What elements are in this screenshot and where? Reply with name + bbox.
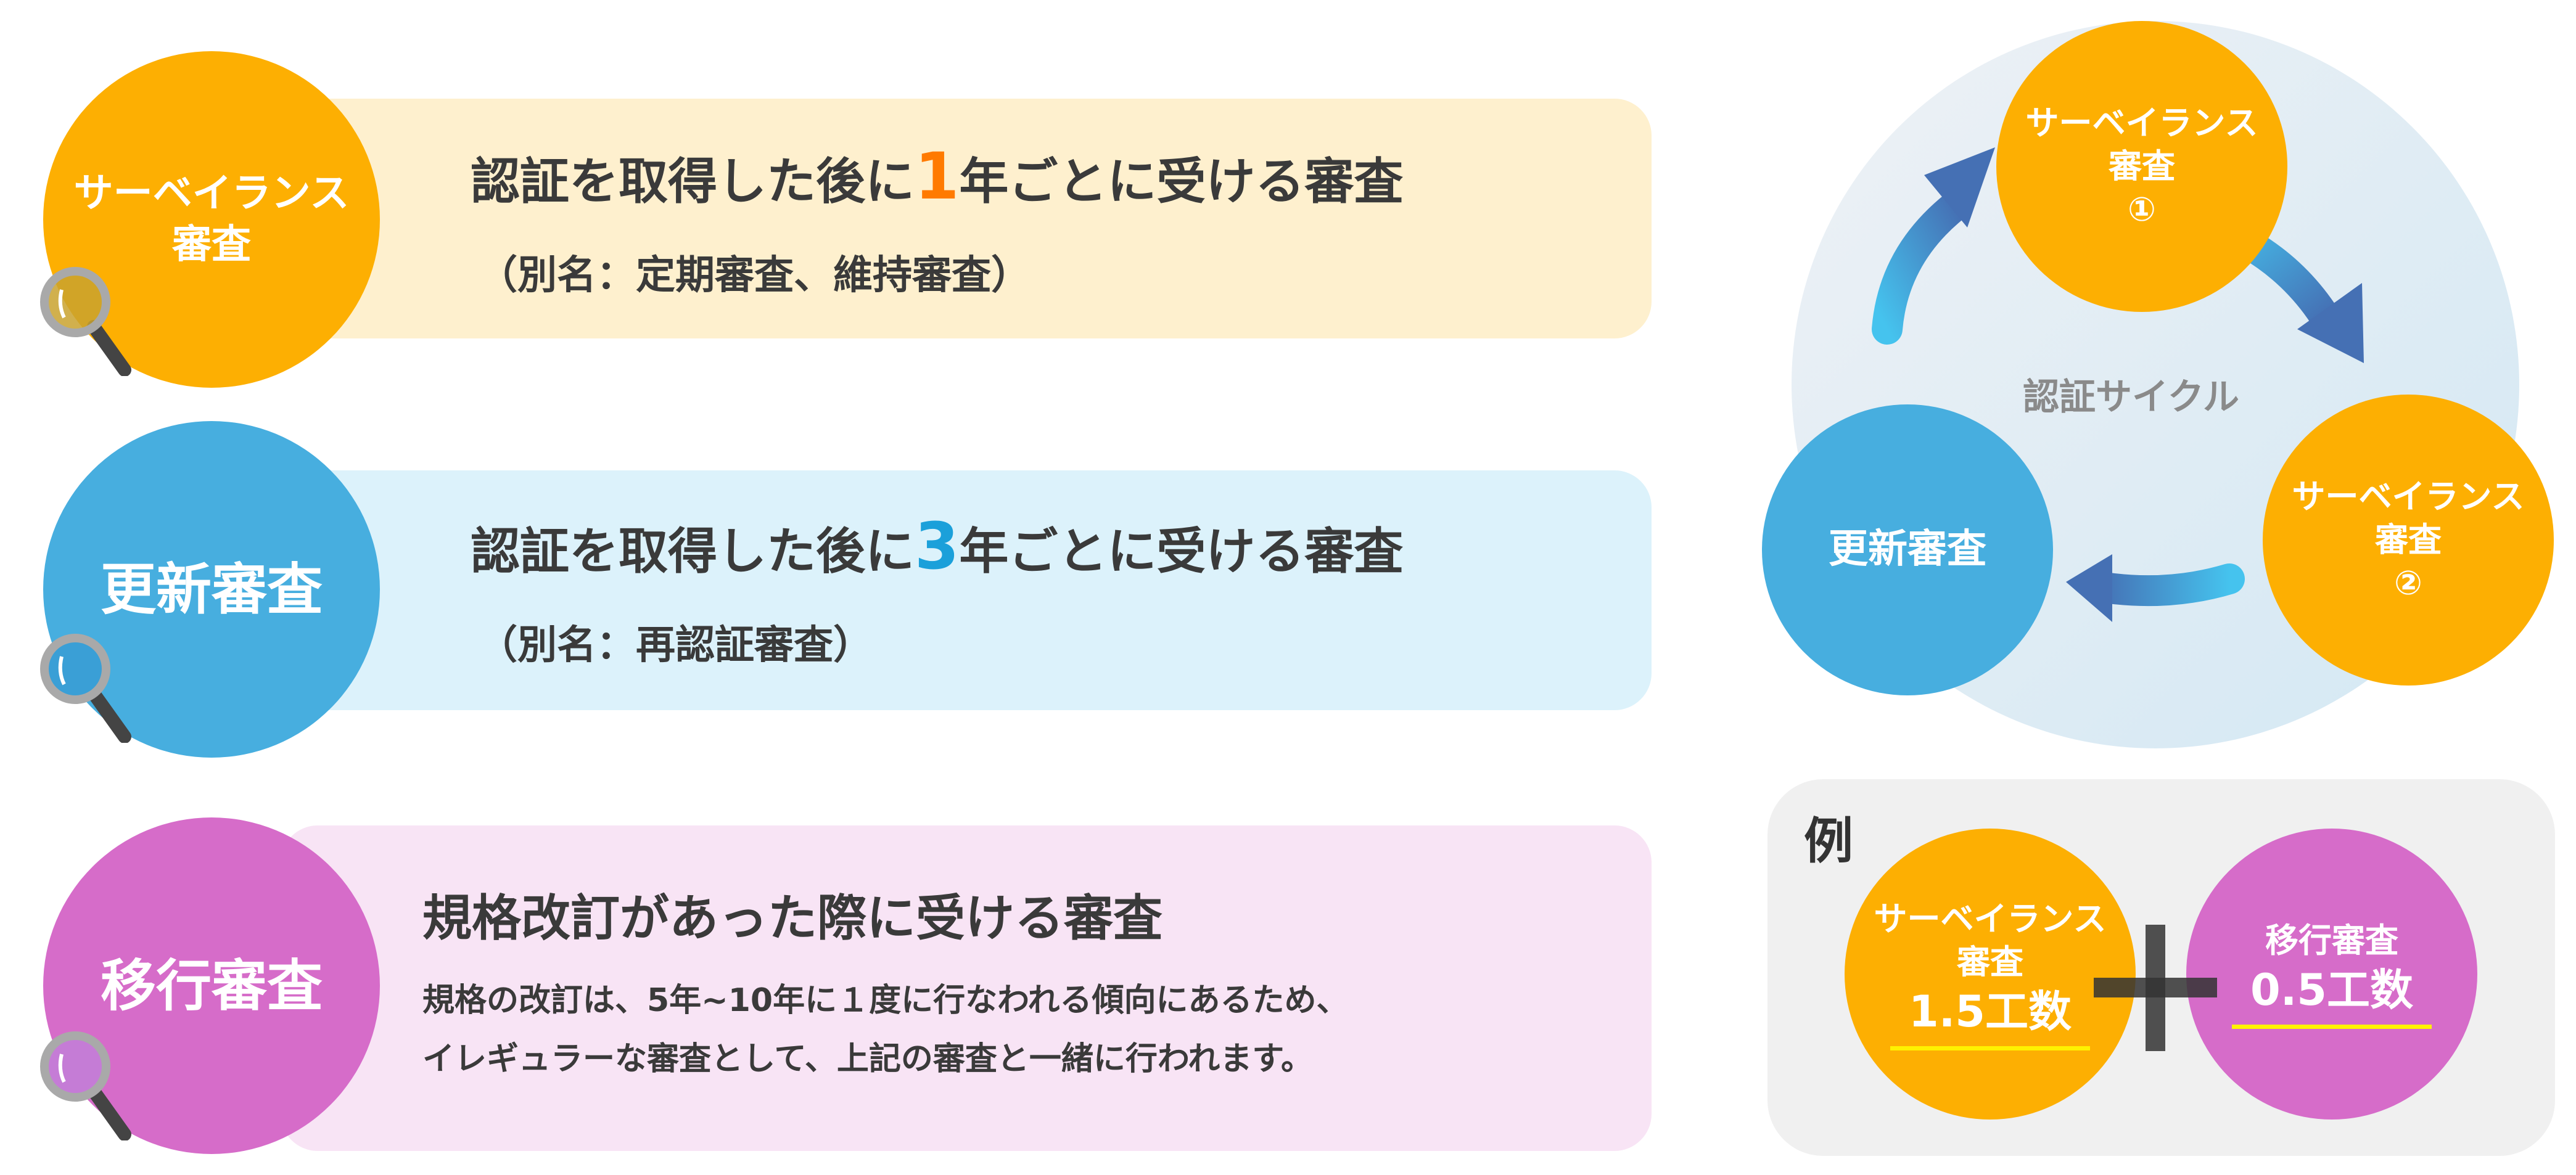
arrow-icon	[2066, 554, 2245, 622]
example-label: 例	[1804, 813, 1853, 870]
label: ②	[2394, 563, 2422, 603]
example-transition: 移行審査 0.5工数	[2186, 829, 2477, 1120]
surveillance-description: 認証を取得した後に1年ごとに受ける審査	[471, 139, 1403, 214]
arrow-icon	[1872, 147, 1995, 345]
text: 認証を取得した後に	[471, 153, 915, 210]
cycle-arrows	[1872, 147, 2364, 622]
label: サーベイランス	[2025, 103, 2258, 142]
plus-icon	[2094, 925, 2217, 1051]
renewal-band	[281, 470, 1652, 710]
effort-value: 1.5工数	[1890, 984, 2090, 1051]
magnifier-icon	[40, 634, 131, 743]
interval-number: 3	[915, 509, 960, 584]
badge-label: 審査	[172, 222, 251, 268]
transition-line: イレギュラーな審査として、上記の審査と一緒に行われます。	[422, 1041, 1314, 1078]
text: 年ごとに受ける審査	[959, 153, 1404, 210]
label: サーベイランス	[1874, 899, 2107, 938]
effort-value: 0.5工数	[2231, 962, 2432, 1030]
surveillance-band	[281, 99, 1652, 338]
text: 認証を取得した後に	[471, 523, 915, 580]
example-surveillance: サーベイランス 審査 1.5工数	[1845, 829, 2136, 1120]
cycle-renewal: 更新審査	[1762, 404, 2053, 695]
surveillance-alias: （別名：定期審査、維持審査）	[478, 253, 1031, 298]
label: サーベイランス	[2292, 477, 2525, 516]
label: 更新審査	[1829, 526, 1986, 573]
label: 移行審査	[2265, 920, 2398, 960]
label: 審査	[1957, 943, 2023, 981]
renewal-description: 認証を取得した後に3年ごとに受ける審査	[471, 509, 1403, 584]
cycle-label: 認証サイクル	[2023, 375, 2240, 418]
transition-band	[281, 825, 1652, 1151]
magnifier-icon	[40, 267, 131, 376]
magnifier-icon	[40, 1031, 131, 1140]
text: 年ごとに受ける審査	[959, 523, 1404, 580]
badge-label: サーベイランス	[73, 170, 350, 216]
cycle-surveillance-2: サーベイランス 審査 ②	[2263, 395, 2554, 686]
transition-title: 規格改訂があった際に受ける審査	[422, 890, 1162, 947]
renewal-alias: （別名：再認証審査）	[478, 623, 873, 668]
label: 審査	[2375, 520, 2442, 559]
badge-label: 更新審査	[101, 557, 323, 622]
transition-line: 規格の改訂は、5年~10年に１度に行なわれる傾向にあるため、	[422, 982, 1349, 1019]
cycle-surveillance-1: サーベイランス 審査 ①	[1996, 21, 2287, 312]
label: 審査	[2109, 146, 2175, 186]
interval-number: 1	[915, 139, 960, 214]
badge-label: 移行審査	[101, 953, 323, 1018]
label: ①	[2128, 190, 2156, 229]
